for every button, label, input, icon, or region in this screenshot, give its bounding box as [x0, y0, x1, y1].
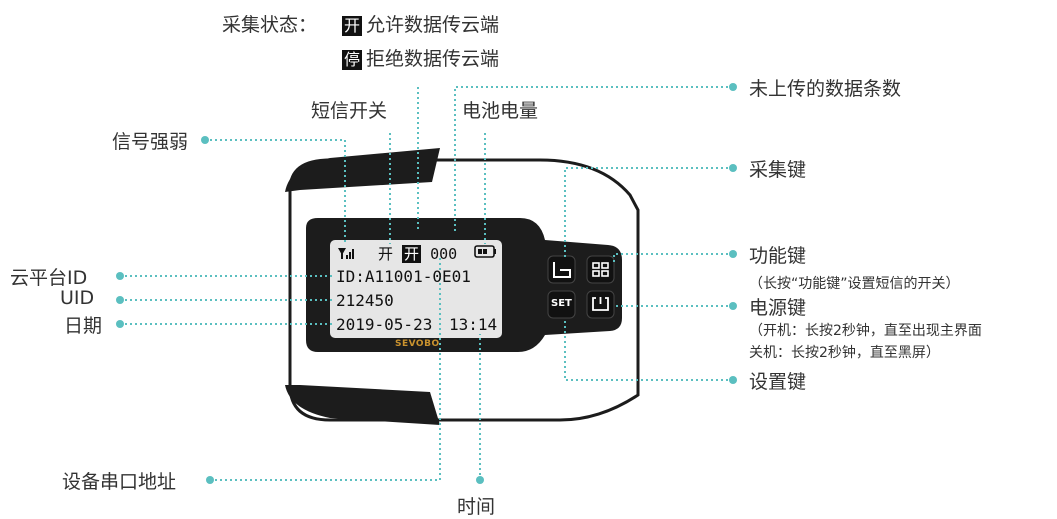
legend-item-deny: 停拒绝数据传云端: [338, 44, 499, 71]
battery-label: 电池电量: [462, 100, 539, 122]
power-key-note-2: 关机：长按2秒钟，直至黑屏）: [749, 345, 940, 361]
lcd-uid-line: 212450: [336, 291, 394, 310]
battery-icon: [474, 245, 496, 258]
collect-icon: [553, 262, 571, 278]
lcd-date: 2019-05-23: [336, 315, 433, 334]
power-icon: [592, 297, 609, 311]
leader-dots: [116, 83, 737, 484]
unsent-count-label: 未上传的数据条数: [749, 78, 902, 100]
allow-text: 允许数据传云端: [366, 14, 500, 36]
lcd-time: 13:14: [449, 315, 498, 334]
time-label: 时间: [457, 496, 496, 518]
deny-badge: 停: [342, 50, 362, 70]
signal-label: 信号强弱: [112, 131, 189, 153]
power-key-label: 电源键: [749, 297, 807, 319]
top-bumper: [285, 148, 440, 192]
cloud-id-label: 云平台ID: [10, 267, 88, 289]
function-key-note: （长按“功能键”设置短信的开关）: [749, 276, 960, 292]
leader-lines: [120, 86, 733, 481]
power-button[interactable]: [586, 290, 615, 319]
deny-text: 拒绝数据传云端: [366, 48, 500, 70]
grid-icon: [592, 262, 609, 277]
set-button[interactable]: [547, 290, 576, 319]
date-label: 日期: [64, 315, 103, 337]
collect-key-label: 采集键: [749, 159, 807, 181]
collect-status-title: 采集状态：: [222, 14, 318, 36]
set-button-label: SET: [551, 298, 572, 309]
power-key-note-1: （开机：长按2秒钟，直至出现主界面: [749, 323, 982, 339]
uid-label: UID: [60, 287, 95, 309]
sms-switch-label: 短信开关: [311, 100, 388, 122]
legend-item-allow: 开允许数据传云端: [338, 10, 499, 37]
brand-logo: SEVOBO: [395, 339, 440, 349]
lcd-screen: [330, 240, 502, 338]
unsent-count: 000: [430, 245, 458, 263]
function-key-label: 功能键: [749, 245, 807, 267]
bottom-bumper: [285, 385, 440, 425]
function-button[interactable]: [586, 255, 615, 284]
allow-badge: 开: [342, 16, 362, 36]
lcd-status-line: 开 开 000: [378, 243, 457, 264]
serial-address-label: 设备串口地址: [62, 471, 177, 493]
lcd-id-line: ID:A11001-0E01: [336, 267, 471, 286]
sms-switch-status: 开: [378, 245, 394, 263]
settings-key-label: 设置键: [749, 371, 807, 393]
signal-icon: [338, 248, 354, 259]
collect-status: 开: [402, 245, 422, 263]
